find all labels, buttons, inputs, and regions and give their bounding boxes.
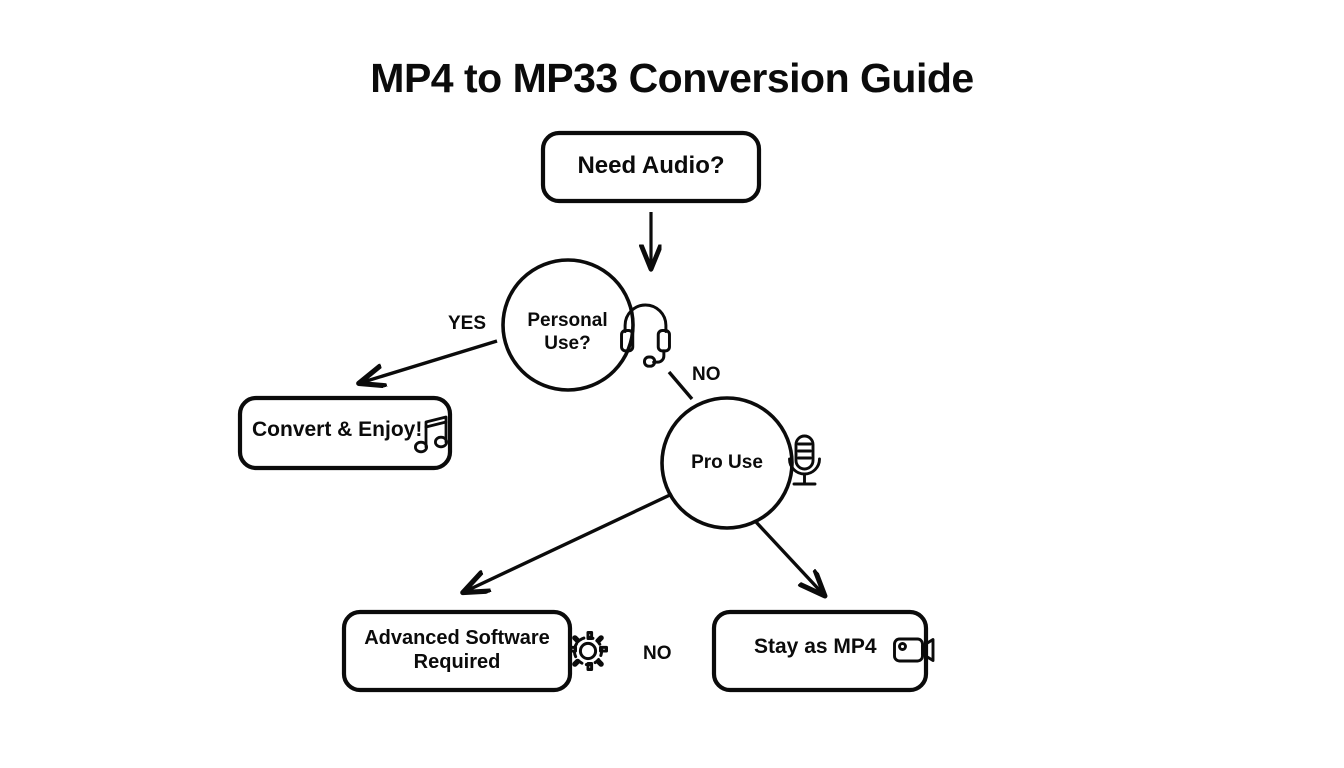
node-pro-use[interactable]	[660, 396, 794, 530]
video-camera-icon	[893, 637, 935, 663]
node-advanced-software[interactable]	[341, 609, 573, 693]
node-convert-enjoy[interactable]	[237, 395, 453, 471]
gear-icon	[568, 631, 608, 671]
edge-personal-use-to-pro-use	[667, 370, 694, 401]
edge-label-no-personal-to-pro: NO	[692, 364, 721, 385]
edge-label-no-bottom: NO	[643, 643, 672, 664]
node-stay-mp4-shape	[711, 609, 929, 693]
music-note-icon	[414, 415, 448, 454]
node-convert-enjoy-shape	[237, 395, 453, 471]
node-personal-use-shape	[501, 258, 635, 392]
node-personal-use[interactable]	[501, 258, 635, 392]
node-need-audio-shape	[540, 130, 762, 204]
edge-pro-use-to-advanced-software	[464, 492, 673, 592]
node-pro-use-shape	[660, 396, 794, 530]
headset-icon	[620, 303, 671, 368]
edge-pro-use-to-stay-mp4	[754, 520, 824, 595]
edge-personal-use-to-convert-enjoy	[360, 339, 498, 383]
node-stay-mp4[interactable]	[711, 609, 929, 693]
node-need-audio[interactable]	[540, 130, 762, 204]
page-title: MP4 to MP33 Conversion Guide	[370, 55, 974, 101]
edge-label-yes: YES	[448, 313, 487, 334]
node-advanced-software-shape	[341, 609, 573, 693]
microphone-icon	[788, 434, 821, 486]
